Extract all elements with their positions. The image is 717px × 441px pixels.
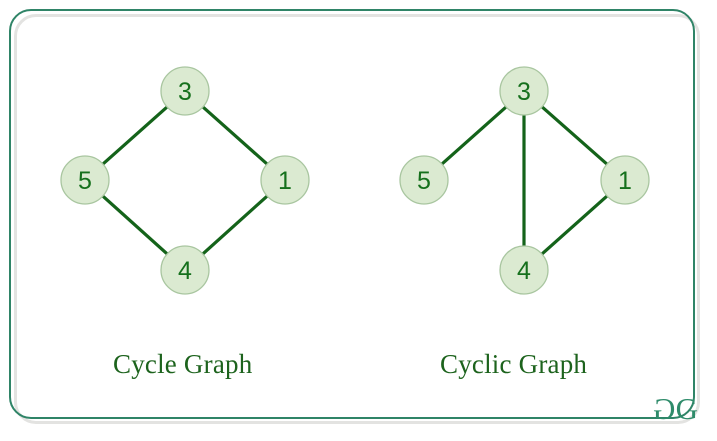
caption-cyclic-graph: Cyclic Graph (440, 349, 588, 379)
node-label: 4 (517, 257, 531, 285)
graph-edge (200, 193, 270, 257)
edges-group (100, 104, 610, 257)
graph-node[interactable]: 1 (260, 155, 310, 205)
node-circle (160, 245, 210, 295)
node-circle (600, 155, 650, 205)
node-circle (60, 155, 110, 205)
graph-edge (100, 104, 170, 167)
node-circle (499, 66, 549, 116)
node-label: 3 (517, 78, 531, 106)
graph-edge (200, 104, 270, 167)
node-label: 5 (78, 167, 92, 195)
node-label: 4 (178, 257, 192, 285)
graph-edge (539, 193, 610, 257)
node-circle (160, 66, 210, 116)
graph-node[interactable]: 1 (600, 155, 650, 205)
node-label: 5 (417, 167, 431, 195)
graph-node[interactable]: 5 (399, 155, 449, 205)
graph-node[interactable]: 3 (160, 66, 210, 116)
nodes-group: 3 5 1 4 3 5 1 4 (60, 66, 650, 295)
geeksforgeeks-logo: GG (655, 391, 698, 426)
g-glyph: G (675, 391, 698, 426)
graph-edge (100, 193, 170, 257)
caption-cycle-graph: Cycle Graph (113, 349, 253, 379)
figure-frame (9, 9, 695, 419)
node-circle (260, 155, 310, 205)
node-circle (399, 155, 449, 205)
node-label: 3 (178, 78, 192, 106)
graph-node[interactable]: 4 (160, 245, 210, 295)
node-label: 1 (278, 167, 292, 195)
graph-edge (539, 104, 610, 167)
node-label: 1 (618, 167, 632, 195)
graph-node[interactable]: 5 (60, 155, 110, 205)
graph-node[interactable]: 4 (499, 245, 549, 295)
graph-node[interactable]: 3 (499, 66, 549, 116)
graph-edge (439, 104, 509, 167)
mirrored-g-glyph: G (655, 391, 676, 426)
node-circle (499, 245, 549, 295)
frame-shadow (14, 14, 700, 424)
